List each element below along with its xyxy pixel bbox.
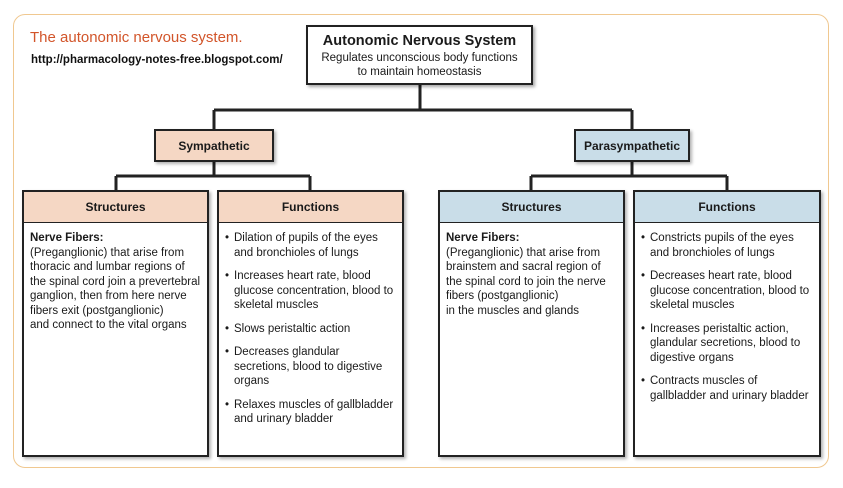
parasympathetic-structures-box: Structures Nerve Fibers: (Preganglionic)… [438,190,625,457]
sympathetic-structures-lead: Nerve Fibers: [30,232,104,244]
function-item: Decreases glandular secretions, blood to… [225,345,396,389]
structure-line: fibers exit (postganglionic) [30,304,164,317]
structure-line: in the muscles and glands [446,304,579,317]
parasympathetic-structures-lead: Nerve Fibers: [446,232,520,244]
sympathetic-node: Sympathetic [154,129,274,162]
parasympathetic-functions-list: Constricts pupils of the eyes and bronch… [641,231,813,403]
function-item: Slows peristaltic action [225,322,396,337]
parasympathetic-structures-header: Structures [440,192,623,223]
structure-line: the spinal cord to join the nerve [446,275,606,288]
sympathetic-structures-header: Structures [24,192,207,223]
structure-line: (Preganglionic) that arise from [30,246,185,259]
root-title: Autonomic Nervous System [322,33,517,49]
function-item: Increases heart rate, blood glucose conc… [225,269,396,313]
sympathetic-functions-body: Dilation of pupils of the eyes and bronc… [219,223,402,427]
sympathetic-label: Sympathetic [178,138,250,153]
sympathetic-functions-box: Functions Dilation of pupils of the eyes… [217,190,404,457]
structure-line: brainstem and sacral region of [446,261,601,273]
function-item: Constricts pupils of the eyes and bronch… [641,231,813,260]
structure-line: (Preganglionic) that arise from [446,246,601,259]
parasympathetic-node: Parasympathetic [574,129,690,162]
parasympathetic-structures-body: Nerve Fibers: (Preganglionic) that arise… [440,223,623,318]
function-item: Increases peristaltic action, glandular … [641,322,813,366]
figure-title: The autonomic nervous system. [30,29,243,46]
sympathetic-functions-header: Functions [219,192,402,223]
root-node: Autonomic Nervous System Regulates uncon… [306,25,533,85]
sympathetic-structures-box: Structures Nerve Fibers: (Preganglionic)… [22,190,209,457]
parasympathetic-label: Parasympathetic [583,138,681,153]
structure-line: and connect to the vital organs [30,319,187,331]
function-item: Dilation of pupils of the eyes and bronc… [225,231,396,260]
sympathetic-structures-body: Nerve Fibers: (Preganglionic) that arise… [24,223,207,333]
parasympathetic-functions-body: Constricts pupils of the eyes and bronch… [635,223,819,403]
structure-line: ganglion, then from here nerve [30,290,187,302]
source-url[interactable]: http://pharmacology-notes-free.blogspot.… [31,54,283,66]
structure-line: the spinal cord join a prevertebral [30,275,201,288]
function-item: Relaxes muscles of gallbladder and urina… [225,398,396,427]
sympathetic-functions-list: Dilation of pupils of the eyes and bronc… [225,231,396,427]
parasympathetic-functions-box: Functions Constricts pupils of the eyes … [633,190,821,457]
function-item: Decreases heart rate, blood glucose conc… [641,269,813,313]
parasympathetic-functions-header: Functions [635,192,819,223]
function-item: Contracts muscles of gallbladder and uri… [641,374,813,403]
root-subtitle: Regulates unconscious body functions to … [321,52,518,78]
structure-line: fibers (postganglionic) [446,290,559,302]
structure-line: thoracic and lumbar regions of [30,261,185,273]
